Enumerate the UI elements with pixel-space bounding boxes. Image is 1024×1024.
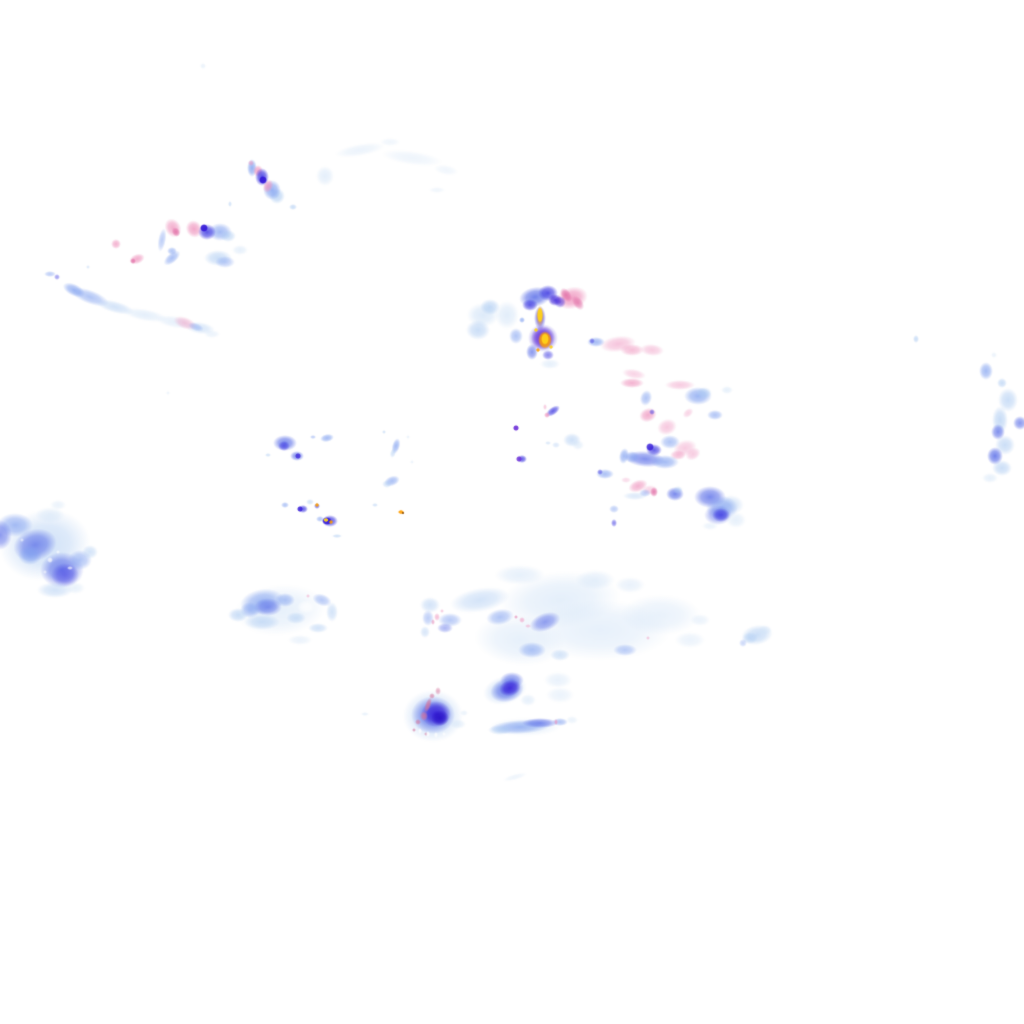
- precipitation-canvas: [0, 0, 1024, 1024]
- radar-overlay-map: [0, 0, 1024, 1024]
